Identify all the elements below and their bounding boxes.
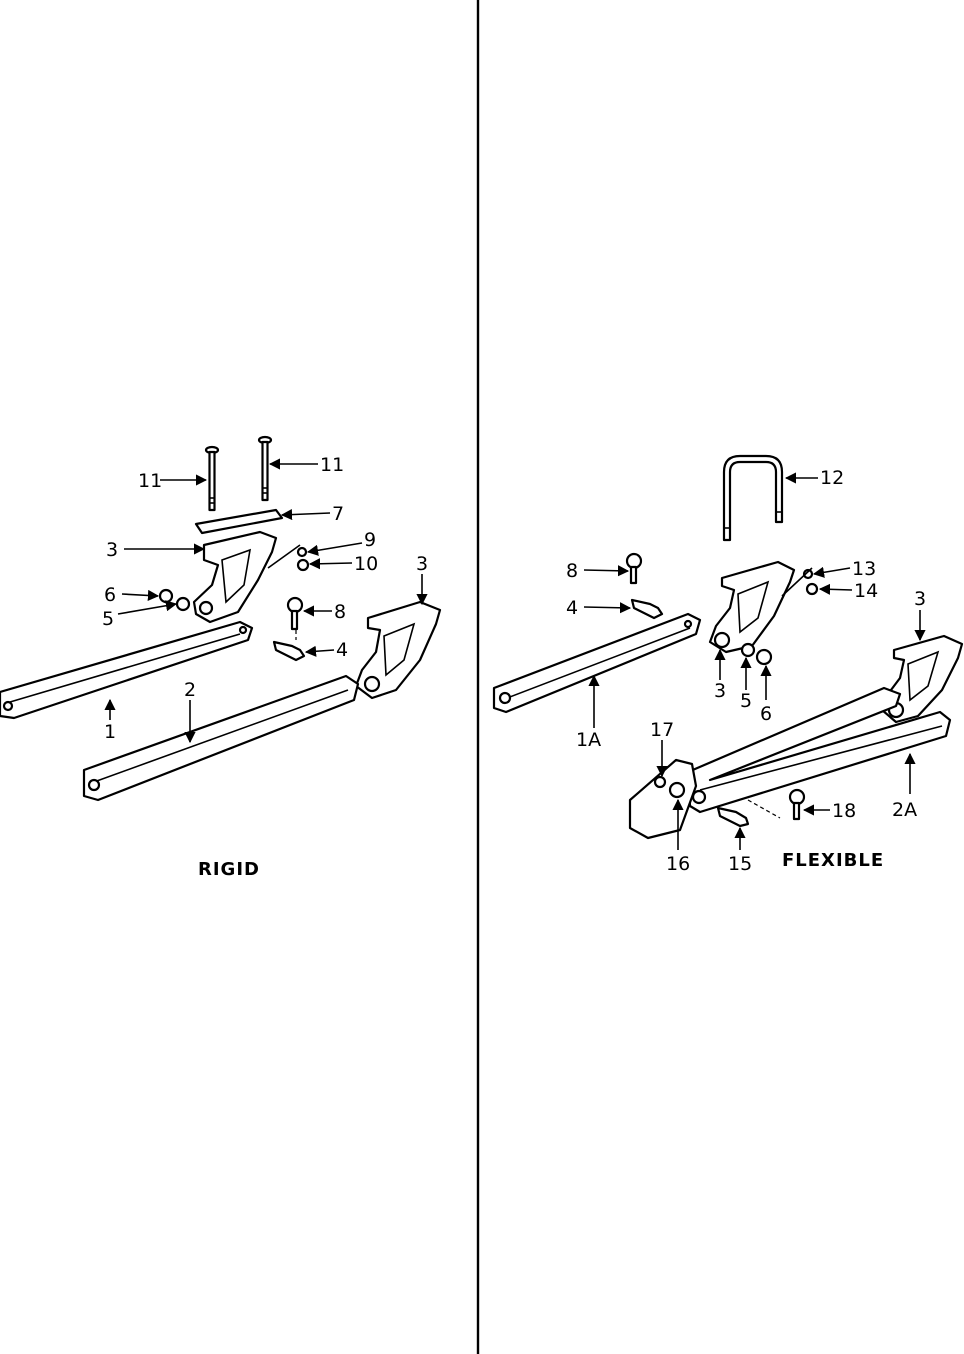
label-rigid-1: 1 [104,721,116,743]
pin-8-flex [625,552,643,585]
label-flex-13: 13 [852,558,876,580]
u-bolt-12 [722,454,784,542]
label-flex-17: 17 [650,719,674,741]
bracket-3-flex-right [880,634,964,724]
washer-5 [175,596,191,612]
bolt-11-left [204,445,220,512]
nut-6 [158,588,174,604]
label-rigid-7: 7 [332,503,344,525]
label-flex-6: 6 [760,703,772,725]
label-rigid-6: 6 [104,584,116,606]
label-rigid-4: 4 [336,639,348,661]
bracket-3-left [192,530,278,624]
label-rigid-3a: 3 [106,539,118,561]
label-flex-3-mid: 3 [714,680,726,702]
label-flex-14: 14 [854,580,878,602]
label-flex-8: 8 [566,560,578,582]
plate-7 [194,508,284,535]
bracket-3-flex-mid [708,560,796,654]
nut-14 [805,582,819,596]
pin-8 [286,596,304,631]
bracket-3-right [354,600,442,700]
rigid-assembly: 11 11 7 3 9 10 6 5 8 4 3 1 2 RIGID [0,435,442,880]
label-flex-2A: 2A [892,799,917,821]
label-flex-3-right: 3 [914,588,926,610]
label-flex-15: 15 [728,853,752,875]
nut-17 [653,775,667,789]
caption-flexible: FLEXIBLE [782,850,884,871]
bar-1 [0,620,254,720]
pin-4 [272,640,306,662]
flexible-assembly: 12 8 4 13 14 3 3 5 6 1A 17 2A 18 16 15 F… [492,454,964,875]
label-flex-18: 18 [832,800,856,822]
label-rigid-5: 5 [102,608,114,630]
label-flex-4: 4 [566,597,578,619]
label-rigid-9: 9 [364,529,376,551]
pin-15 [716,806,750,828]
washer-5-flex [740,642,756,658]
nut-10 [296,558,310,572]
label-rigid-11a: 11 [138,470,162,492]
label-flex-12: 12 [820,467,844,489]
label-rigid-8: 8 [334,601,346,623]
nut-13 [802,568,814,580]
hitch-plate [628,758,698,840]
label-flex-5: 5 [740,690,752,712]
label-rigid-11b: 11 [320,454,344,476]
bar-2 [82,674,360,802]
label-rigid-10: 10 [354,553,378,575]
label-flex-16: 16 [666,853,690,875]
bolt-11-right [257,435,273,502]
frame-2A [686,686,952,814]
nut-6-flex [755,648,773,666]
label-rigid-2: 2 [184,679,196,701]
caption-rigid: RIGID [198,859,260,880]
pin-18 [788,788,806,821]
pin-4-flex [630,598,664,620]
label-rigid-3b: 3 [416,553,428,575]
washer-9 [296,546,308,558]
label-flex-1A: 1A [576,729,601,751]
